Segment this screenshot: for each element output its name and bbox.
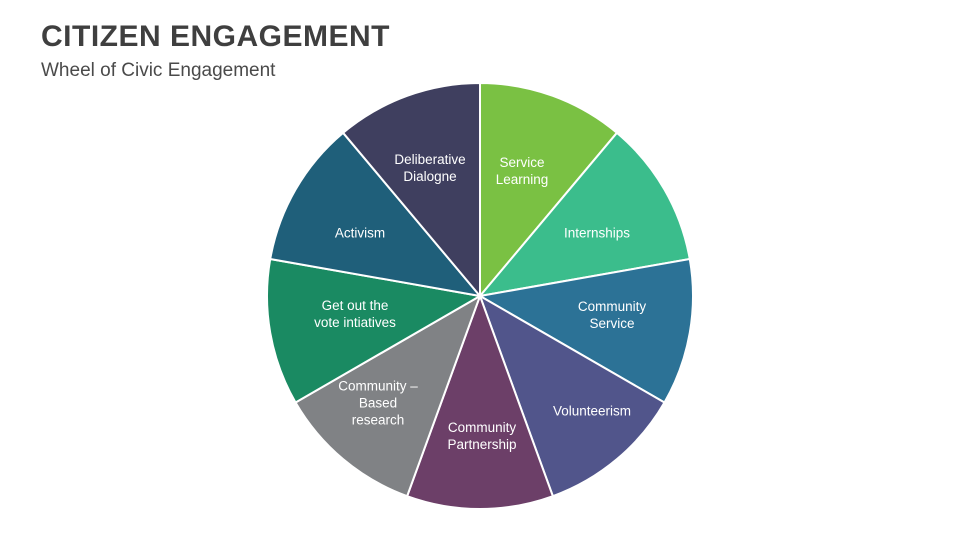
pie-slice[interactable] <box>478 293 666 498</box>
pie-slice[interactable] <box>479 81 619 299</box>
page-title: CITIZEN ENGAGEMENT <box>41 20 391 53</box>
pie-slice[interactable] <box>266 257 483 404</box>
pie-chart-svg <box>266 81 694 510</box>
pie-slice[interactable] <box>269 131 483 298</box>
pie-slice[interactable] <box>477 131 691 298</box>
pie-slice[interactable] <box>341 81 481 299</box>
pie-slice[interactable] <box>405 293 555 510</box>
pie-slice[interactable] <box>477 257 694 404</box>
page-subtitle: Wheel of Civic Engagement <box>41 60 276 81</box>
pie-slice[interactable] <box>294 293 482 498</box>
